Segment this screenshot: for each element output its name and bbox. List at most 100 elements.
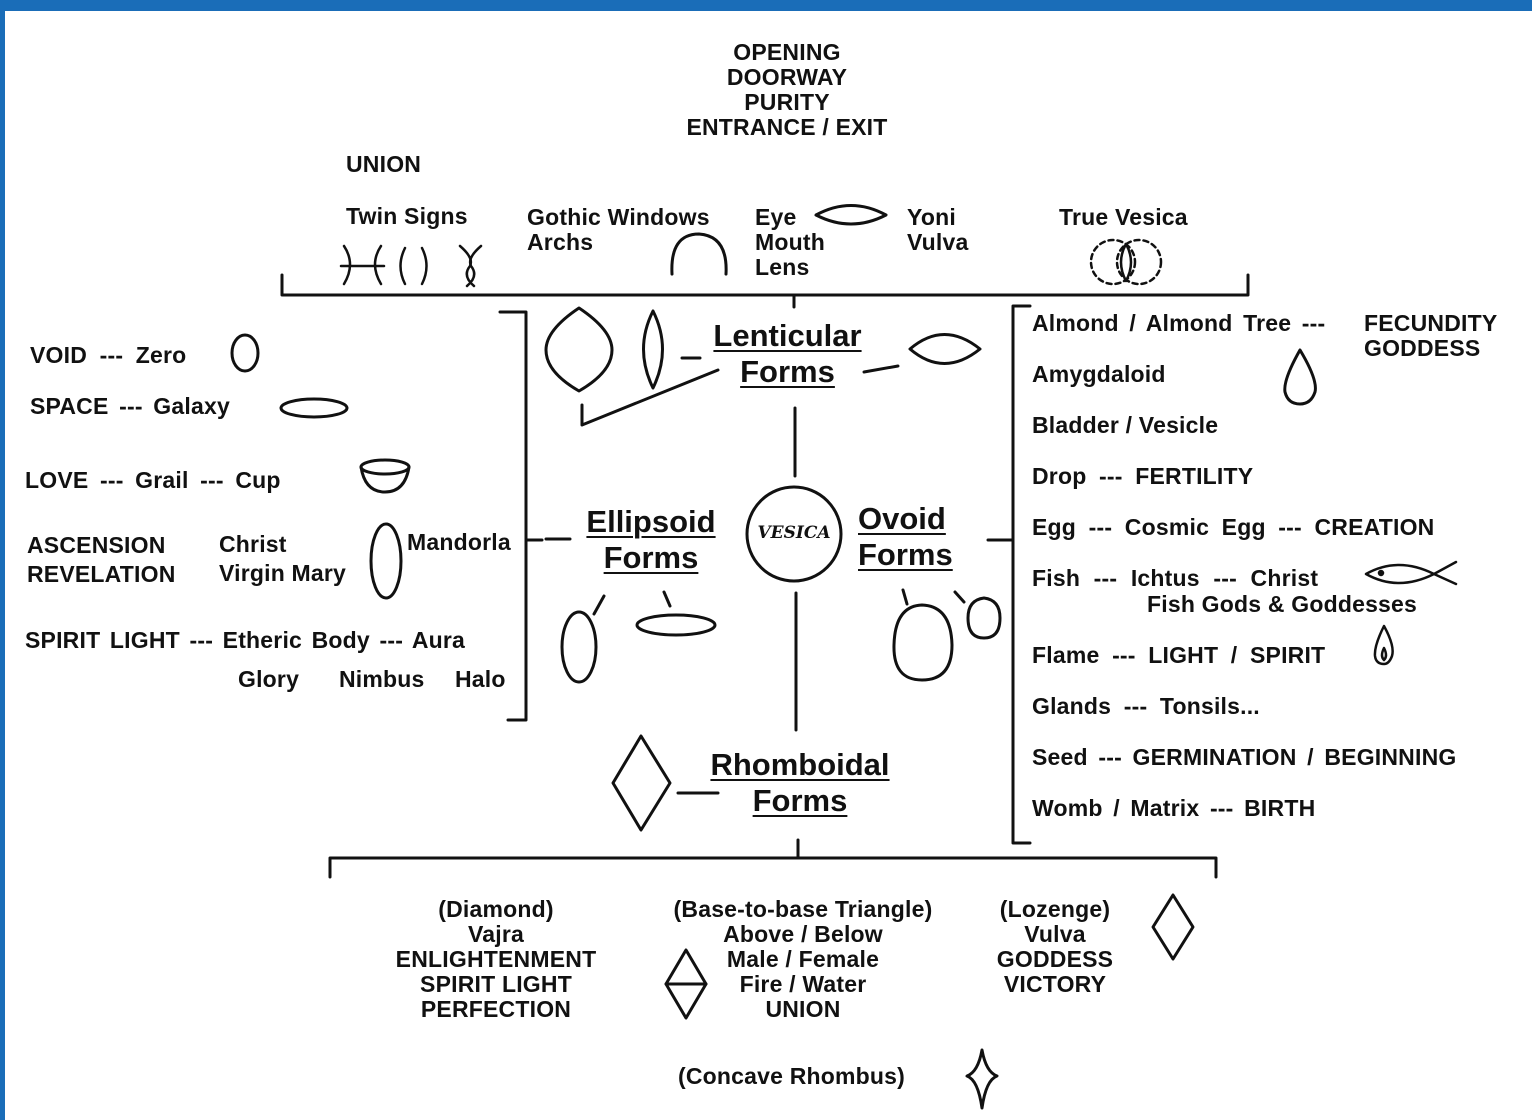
concave-rhombus-icon [965, 1048, 999, 1110]
left-bracket [498, 310, 528, 722]
ovoid-line: Forms [858, 537, 953, 572]
glory-text: Glory [238, 666, 300, 692]
ellipsoid-shapes [544, 537, 717, 684]
yoni-line: Vulva [907, 229, 969, 255]
grail-cup-icon [359, 458, 411, 494]
fish-gods-text: Fish Gods & Goddesses [1147, 591, 1418, 617]
almond-text: Almond / Almond Tree --- [1032, 310, 1326, 336]
nimbus-text: Nimbus [339, 666, 425, 692]
lozenge-block: (Lozenge) Vulva GODDESS VICTORY [980, 897, 1130, 997]
fecundity-line: GODDESS [1364, 335, 1481, 361]
top-heading-line: DOORWAY [726, 64, 848, 90]
gothic-line: Archs [527, 229, 594, 255]
diamond-line: (Diamond) [438, 896, 554, 922]
fecundity-line: FECUNDITY [1364, 310, 1498, 336]
fish-text: Fish --- Ichtus --- Christ [1032, 565, 1319, 591]
amygdaloid-drop-icon [1283, 348, 1317, 406]
gothic-label: Gothic Windows Archs [527, 205, 710, 255]
egg-text: Egg --- Cosmic Egg --- CREATION [1032, 514, 1435, 540]
lenticular-heading: Lenticular Forms [700, 318, 875, 390]
ascension-text: ASCENSION REVELATION [27, 531, 176, 589]
womb-text: Womb / Matrix --- BIRTH [1032, 795, 1316, 821]
ellipsoid-heading: Ellipsoid Forms [576, 504, 726, 576]
christ-line: Virgin Mary [219, 560, 347, 586]
diamond-line: Vajra [468, 921, 524, 947]
space-text: SPACE --- Galaxy [30, 393, 230, 419]
ovoid-heading: Ovoid Forms [858, 501, 974, 573]
flame-icon [1373, 624, 1394, 666]
eye-label: Eye Mouth Lens [755, 205, 825, 280]
void-text: VOID --- Zero [30, 342, 187, 368]
amygdaloid-text: Amygdaloid [1032, 361, 1166, 387]
diamond-line: PERFECTION [420, 996, 572, 1022]
lozenge-line: (Lozenge) [999, 896, 1111, 922]
eye-lens-icon [814, 204, 888, 226]
triangle-line: Above / Below [723, 921, 883, 947]
true-vesica-icon [1089, 238, 1163, 286]
flame-text: Flame --- LIGHT / SPIRIT [1032, 642, 1326, 668]
lenticular-line: Forms [740, 354, 835, 389]
top-heading-line: ENTRANCE / EXIT [686, 114, 888, 140]
ellipsoid-line: Forms [603, 540, 699, 575]
yoni-label: Yoni Vulva [907, 205, 969, 255]
diamond-line: SPIRIT LIGHT [420, 971, 572, 997]
christ-line: Christ [219, 531, 287, 557]
blue-frame-left [0, 0, 5, 1120]
spirit-light-text: SPIRIT LIGHT --- Etheric Body --- Aura [25, 627, 466, 653]
concave-rhombus-text: (Concave Rhombus) [678, 1063, 906, 1089]
ovoid-shapes [892, 588, 1002, 682]
twin-signs-icon [339, 244, 483, 288]
triangle-block: (Base-to-base Triangle) Above / Below Ma… [658, 897, 948, 1022]
top-bracket [280, 273, 1250, 309]
triangle-line: (Base-to-base Triangle) [673, 896, 933, 922]
diamond-line: ENLIGHTENMENT [395, 946, 597, 972]
gothic-line: Gothic Windows [527, 204, 710, 230]
ascension-line: ASCENSION [27, 532, 166, 558]
ascension-line: REVELATION [27, 561, 176, 587]
top-heading-line: PURITY [744, 89, 830, 115]
eye-line: Mouth [755, 229, 825, 255]
lenticular-line: Lenticular [713, 318, 862, 353]
seed-text: Seed --- GERMINATION / BEGINNING [1032, 744, 1457, 770]
fecundity-text: FECUNDITY GODDESS [1364, 311, 1497, 361]
triangle-line: UNION [765, 996, 841, 1022]
gothic-arch-icon [670, 232, 728, 276]
halo-text: Halo [455, 666, 506, 692]
drop-text: Drop --- FERTILITY [1032, 463, 1254, 489]
lozenge-icon [1151, 893, 1195, 961]
top-heading: OPENING DOORWAY PURITY ENTRANCE / EXIT [672, 40, 902, 140]
union-label: UNION [346, 151, 422, 177]
vesica-circle [745, 485, 843, 583]
mandorla-text: Mandorla [407, 529, 511, 555]
twin-signs-label: Twin Signs [346, 203, 468, 229]
lozenge-line: GODDESS [996, 946, 1114, 972]
yoni-line: Yoni [907, 204, 956, 230]
rhomboidal-line: Rhomboidal [710, 747, 890, 782]
right-bracket [1011, 304, 1032, 845]
zero-oval-icon [230, 333, 260, 373]
triangle-line: Male / Female [726, 946, 880, 972]
galaxy-ellipse-icon [279, 397, 349, 419]
blue-frame-top [0, 0, 1532, 11]
ellipsoid-line: Ellipsoid [586, 504, 716, 539]
love-text: LOVE --- Grail --- Cup [25, 467, 281, 493]
fish-icon [1364, 560, 1458, 586]
lenticular-shapes [544, 306, 982, 427]
eye-line: Eye [755, 204, 797, 230]
rhomboidal-shapes [611, 734, 720, 832]
bladder-text: Bladder / Vesicle [1032, 412, 1219, 438]
top-heading-line: OPENING [733, 39, 841, 65]
bottom-bracket [328, 838, 1218, 879]
eye-line: Lens [755, 254, 810, 280]
base-to-base-triangle-icon [664, 948, 708, 1020]
vesica-label: VESICA [757, 523, 831, 543]
mandorla-icon [369, 522, 403, 600]
glands-text: Glands --- Tonsils... [1032, 693, 1260, 719]
central-axis [745, 406, 843, 732]
triangle-line: Fire / Water [739, 971, 867, 997]
diamond-block: (Diamond) Vajra ENLIGHTENMENT SPIRIT LIG… [376, 897, 616, 1022]
lozenge-line: VICTORY [1003, 971, 1107, 997]
rhomboidal-line: Forms [752, 783, 848, 818]
ovoid-line: Ovoid [858, 501, 946, 536]
